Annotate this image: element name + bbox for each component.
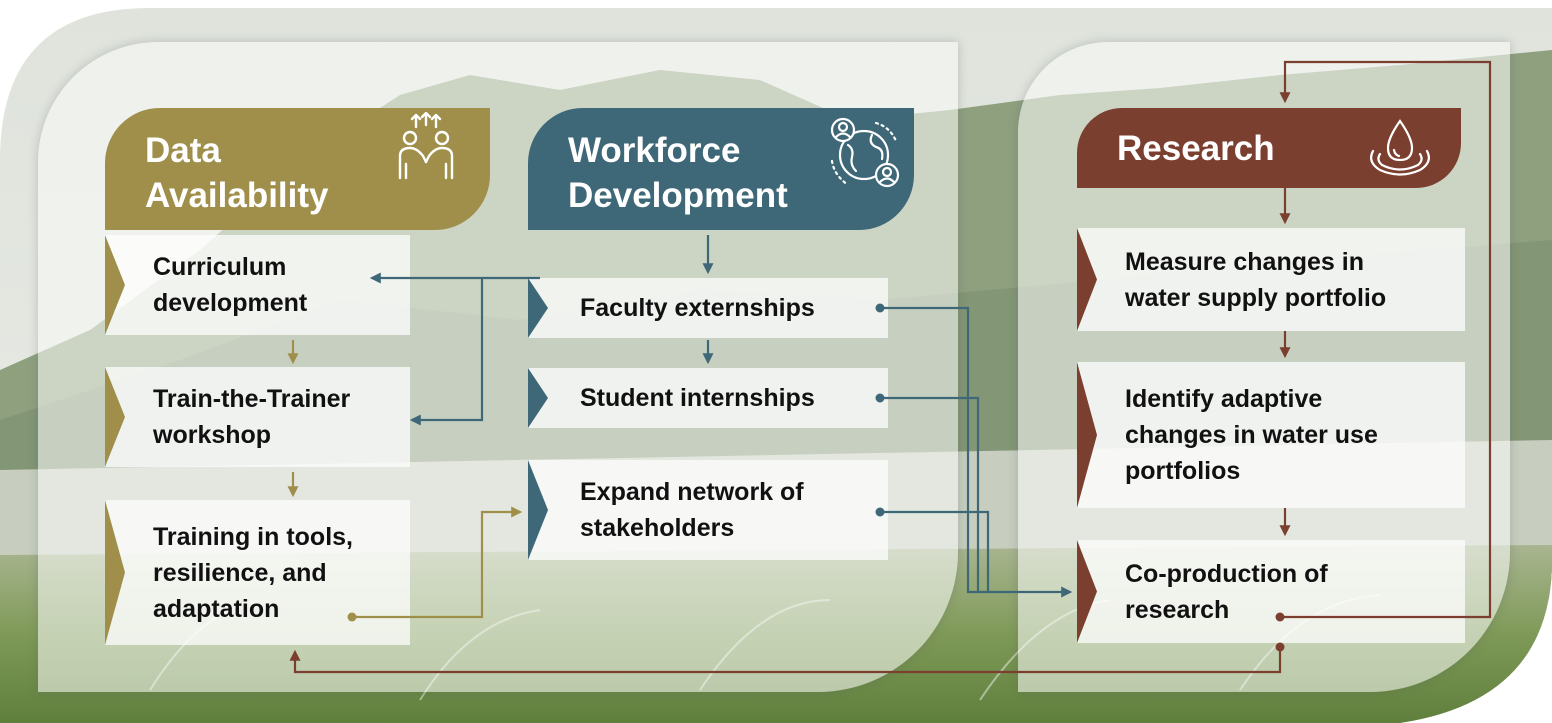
- box-label: Co-production of research: [1125, 540, 1455, 643]
- arrow-faculty-to-coproduction: [880, 306, 1073, 598]
- header-title-line2: Availability: [145, 176, 329, 215]
- box-label: Identify adaptive changes in water use p…: [1125, 362, 1455, 508]
- connector-dots: [347, 303, 1285, 652]
- box-label: Curriculum development: [153, 235, 400, 335]
- header-data-availability: Data Availability: [105, 108, 490, 230]
- arrow-network-to-coproduction: [880, 510, 990, 592]
- arrow-coproduction-to-training: [289, 647, 1282, 674]
- header-title-line2: Development: [568, 176, 788, 215]
- box-curriculum-development: Curriculum development: [105, 235, 410, 335]
- box-faculty-externships: Faculty externships: [528, 278, 888, 338]
- label-line1: Expand network of: [580, 478, 804, 506]
- water-drop-icon: [1370, 119, 1430, 176]
- header-title-line1: Workforce: [568, 131, 741, 170]
- label-line3: portfolios: [1125, 457, 1241, 485]
- label-line1: Curriculum: [153, 253, 287, 281]
- box-train-the-trainer-workshop: Train-the-Trainer workshop: [105, 367, 410, 467]
- box-training-in-tools: Training in tools, resilience, and adapt…: [105, 500, 410, 645]
- arrow-loop-to-header: [1279, 60, 1492, 619]
- box-label: Train-the-Trainer workshop: [153, 367, 400, 467]
- label-line1: Co-production of: [1125, 559, 1328, 588]
- label-line3: adaptation: [153, 594, 280, 623]
- label-line2: water supply portfolio: [1125, 283, 1387, 312]
- arrow-to-trainer: [409, 278, 484, 426]
- label-line1: Measure changes in: [1125, 247, 1364, 276]
- label-line2: resilience, and: [153, 558, 327, 587]
- box-label: Faculty externships: [580, 294, 815, 322]
- arrow-student-to-coproduction: [880, 396, 980, 592]
- box-label: Expand network of stakeholders: [580, 460, 878, 560]
- label-line1: Identify adaptive: [1125, 385, 1323, 413]
- label-line2: changes in water use: [1125, 421, 1378, 449]
- label-line1: Train-the-Trainer: [153, 385, 351, 413]
- box-label: Training in tools, resilience, and adapt…: [153, 500, 400, 645]
- box-student-internships: Student internships: [528, 368, 888, 428]
- box-label: Measure changes in water supply portfoli…: [1125, 228, 1455, 331]
- box-measure-changes: Measure changes in water supply portfoli…: [1077, 228, 1465, 331]
- label-line2: development: [153, 289, 308, 317]
- box-label: Student internships: [580, 384, 815, 412]
- box-co-production-of-research: Co-production of research: [1077, 540, 1465, 643]
- arrow-training-to-network: [352, 506, 523, 619]
- box-identify-adaptive-changes: Identify adaptive changes in water use p…: [1077, 362, 1465, 508]
- label-line2: workshop: [153, 421, 272, 449]
- label-line2: research: [1125, 595, 1230, 624]
- label-line2: stakeholders: [580, 514, 735, 542]
- header-title-line1: Research: [1117, 129, 1275, 168]
- label-line1: Training in tools,: [153, 522, 353, 551]
- header-title-line1: Data: [145, 131, 221, 170]
- people-collaboration-icon: [398, 112, 454, 180]
- globe-people-network-icon: [830, 117, 900, 188]
- box-expand-network: Expand network of stakeholders: [528, 460, 888, 560]
